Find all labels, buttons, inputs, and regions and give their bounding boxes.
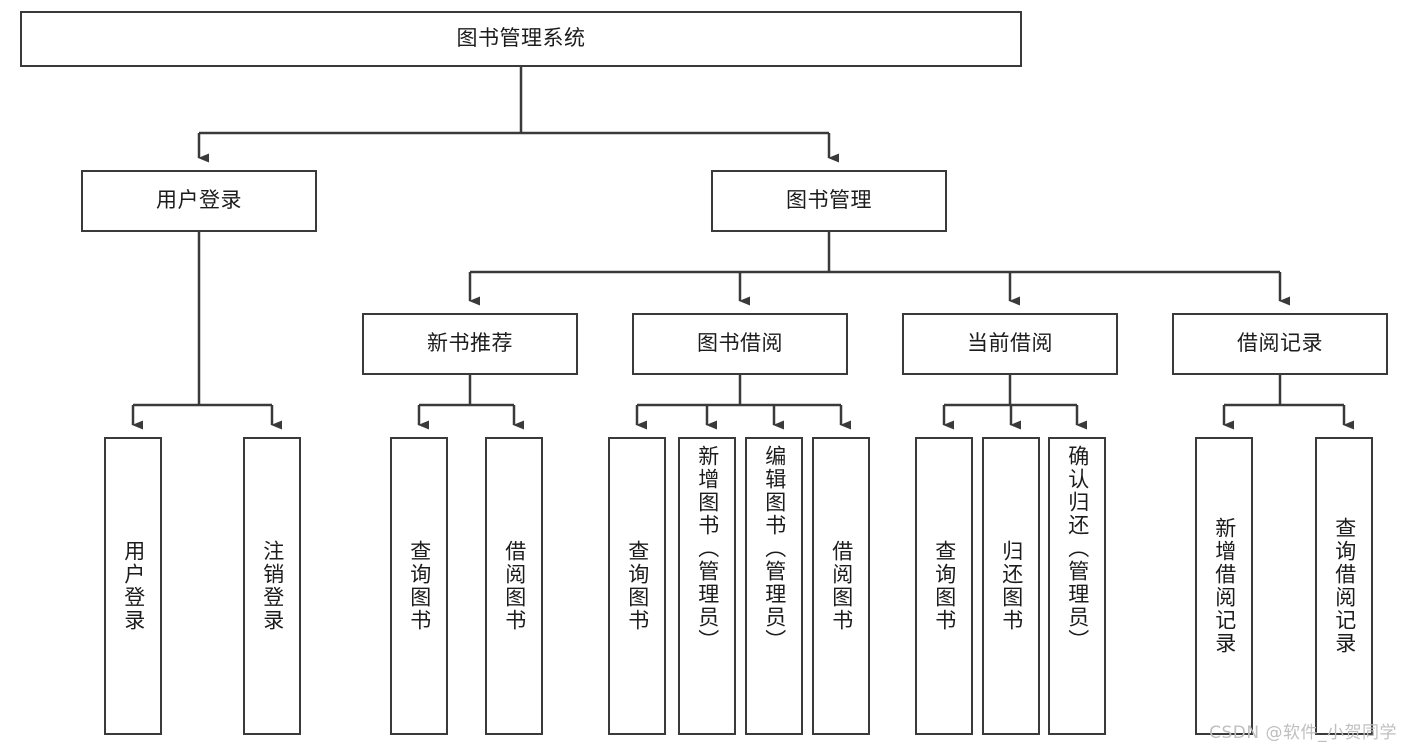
- node-label: 查询图书: [625, 540, 650, 632]
- node-root[interactable]: 图书管理系统: [20, 11, 1022, 67]
- node-label: 查询图书: [932, 540, 957, 632]
- node-label: 图书借阅: [697, 331, 783, 356]
- node-leaf-borrow-book-2[interactable]: 借阅图书: [812, 437, 870, 735]
- node-book-borrow[interactable]: 图书借阅: [632, 313, 848, 375]
- node-leaf-query-book-3[interactable]: 查询图书: [915, 437, 973, 735]
- node-leaf-user-logout[interactable]: 注销登录: [243, 437, 301, 735]
- node-borrow-record[interactable]: 借阅记录: [1172, 313, 1388, 375]
- node-leaf-query-book-1[interactable]: 查询图书: [390, 437, 448, 735]
- node-leaf-add-record[interactable]: 新增借阅记录: [1195, 437, 1253, 735]
- node-leaf-borrow-book-1[interactable]: 借阅图书: [485, 437, 543, 735]
- node-label: 归还图书: [999, 540, 1024, 632]
- node-label: 新增图书（管理员）: [695, 445, 720, 652]
- node-label: 新书推荐: [427, 331, 513, 356]
- node-user-login[interactable]: 用户登录: [81, 170, 317, 232]
- node-leaf-add-book[interactable]: 新增图书（管理员）: [678, 437, 736, 735]
- node-leaf-confirm-return[interactable]: 确认归还（管理员）: [1048, 437, 1106, 735]
- node-new-book-recommend[interactable]: 新书推荐: [362, 313, 578, 375]
- node-label: 查询图书: [407, 540, 432, 632]
- node-label: 用户登录: [156, 188, 242, 213]
- node-leaf-query-record[interactable]: 查询借阅记录: [1315, 437, 1373, 735]
- node-label: 图书管理: [786, 188, 872, 213]
- node-label: 图书管理系统: [456, 26, 586, 51]
- node-leaf-query-book-2[interactable]: 查询图书: [608, 437, 666, 735]
- node-leaf-edit-book[interactable]: 编辑图书（管理员）: [745, 437, 803, 735]
- node-label: 注销登录: [260, 540, 285, 632]
- connector-lines: [131, 67, 1354, 430]
- node-leaf-return-book[interactable]: 归还图书: [982, 437, 1040, 735]
- node-label: 借阅记录: [1237, 331, 1323, 356]
- node-leaf-user-login[interactable]: 用户登录: [104, 437, 162, 735]
- node-label: 用户登录: [121, 540, 146, 632]
- node-label: 查询借阅记录: [1332, 517, 1357, 655]
- node-label: 新增借阅记录: [1212, 517, 1237, 655]
- node-label: 借阅图书: [829, 540, 854, 632]
- node-label: 借阅图书: [502, 540, 527, 632]
- node-book-manage[interactable]: 图书管理: [711, 170, 947, 232]
- node-label: 当前借阅: [967, 331, 1053, 356]
- node-label: 编辑图书（管理员）: [762, 445, 787, 652]
- node-label: 确认归还（管理员）: [1065, 445, 1090, 652]
- node-current-borrow[interactable]: 当前借阅: [902, 313, 1118, 375]
